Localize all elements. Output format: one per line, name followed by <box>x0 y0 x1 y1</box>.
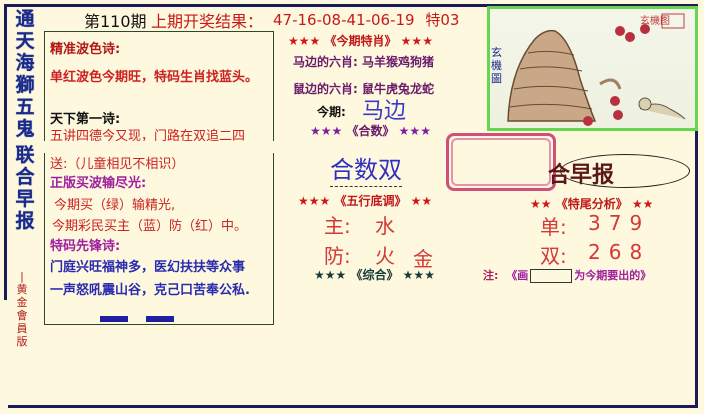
wuxing-header: ★★★ 《五行底调》 ★★ <box>298 192 432 209</box>
side-subtitle-char: 黄 <box>16 283 28 296</box>
fragment-block <box>146 316 174 322</box>
accurate-wave-line: 单红波色今期旺，特码生肖找蓝头。 <box>50 70 259 85</box>
haystack-illustration <box>507 13 686 126</box>
this-period-label: 今期: <box>317 105 346 119</box>
stars: ★★ <box>530 197 552 211</box>
side-title-char: 獅 <box>15 74 35 96</box>
odd-label: 单: <box>540 215 567 239</box>
heshu-header: ★★★ 《合数》 ★★★ <box>310 122 431 139</box>
pink-frame-outer <box>446 133 556 191</box>
wuxing-guard-value1: 火 <box>375 244 395 268</box>
wave-line2: 今期彩民买主（蓝）防（红）中。 <box>52 219 248 234</box>
horse-side-row: 马边的六肖: 马羊猴鸡狗猪 <box>293 53 434 70</box>
stars: ★★★ <box>288 34 321 48</box>
first-poem-line2: 送:（儿童相见不相识） <box>50 157 185 172</box>
horse-side-values: 马羊猴鸡狗猪 <box>362 55 435 69</box>
stars: ★★★ <box>402 268 435 282</box>
rat-side-label: 鼠边的六肖: <box>293 82 358 96</box>
wuxing-guard-value2: 金 <box>413 247 433 271</box>
note: 注: 《画 为今期要出的》 <box>483 267 651 283</box>
stars: ★★ <box>631 197 654 211</box>
note-box <box>530 269 573 283</box>
zonghe-title: 《综合》 <box>350 268 399 282</box>
side-subtitle-char: 會 <box>16 309 28 322</box>
special-line2: 一声怒吼震山谷，克己口苦奉公私. <box>50 283 250 298</box>
zonghe-header: ★★★ 《综合》 ★★★ <box>314 266 435 283</box>
dash: | <box>20 270 24 283</box>
heshu-value: 合数双 <box>330 150 402 187</box>
issue-number: 第110期 <box>84 12 147 31</box>
even-values: 268 <box>588 240 651 264</box>
wuxing-title: 《五行底调》 <box>334 194 407 208</box>
stars: ★★★ <box>314 268 347 282</box>
bottom-fragment <box>100 316 200 324</box>
wave-line1: 今期买（绿）输精光, <box>54 198 176 213</box>
tail-header: ★★ 《特尾分析》 ★★ <box>530 195 653 212</box>
poem-gap <box>44 141 274 153</box>
brand-ellipse <box>560 154 690 188</box>
note-text-after: 为今期要出的》 <box>574 269 652 282</box>
stars: ★★★ <box>298 194 331 208</box>
side-title-char: 报 <box>15 210 35 232</box>
special-title: 特码先锋诗: <box>50 239 121 254</box>
odd-values: 379 <box>588 211 651 235</box>
outer-frame <box>4 4 698 408</box>
puzzle-picture: 玄機图 <box>487 6 698 131</box>
pink-frame-inner <box>451 138 551 186</box>
stars: ★★★ <box>400 34 433 48</box>
even-label: 双: <box>540 244 567 268</box>
side-subtitle-char: 員 <box>16 322 28 335</box>
stars: ★★ <box>410 194 433 208</box>
horse-side-label: 马边的六肖: <box>293 55 358 69</box>
side-title-char: 通 <box>15 8 35 30</box>
special-number: 特03 <box>425 11 460 29</box>
wuxing-main-label: 主: <box>324 214 351 238</box>
side-title-char: 合 <box>15 166 35 188</box>
side-title-char: 海 <box>15 52 35 74</box>
side-subtitle: | 黄 金 會 員 版 <box>15 270 29 348</box>
side-title-char: 鬼 <box>15 118 35 140</box>
rat-side-row: 鼠边的六肖: 鼠牛虎兔龙蛇 <box>293 80 434 97</box>
note-text-before: 《画 <box>506 269 529 282</box>
rat-side-values: 鼠牛虎兔龙蛇 <box>362 82 435 96</box>
wuxing-main-value: 水 <box>375 214 395 238</box>
side-subtitle-char: 金 <box>16 296 28 309</box>
side-title: 通 天 海 獅 五 鬼 联 合 早 报 <box>10 8 40 232</box>
poem-panel <box>44 31 274 325</box>
note-label: 注: <box>483 269 499 282</box>
wuxing-guard-label: 防: <box>324 244 351 268</box>
stars: ★★★ <box>398 124 431 138</box>
wave-title: 正版买波输尽光: <box>50 176 147 191</box>
zodiac-title: 《今期特肖》 <box>324 34 397 48</box>
accurate-wave-title: 精准波色诗: <box>50 42 121 57</box>
brand-zaobao: 合早报 <box>548 163 615 188</box>
picture-label: 玄機圖 <box>491 46 502 85</box>
first-poem-line1: 五讲四德今又现，门路在双追二四 <box>50 129 246 144</box>
side-title-char: 五 <box>15 96 35 118</box>
last-result-numbers: 47-16-08-41-06-19 特03 <box>273 9 459 30</box>
picture-stamp: 玄機图 <box>640 16 670 27</box>
special-line1: 门庭兴旺福神多，医幻扶扶等众事 <box>50 260 246 275</box>
side-title-char: 早 <box>15 188 35 210</box>
side-title-char: 联 <box>15 144 35 166</box>
frame-gap <box>0 300 8 408</box>
fragment-block <box>100 316 128 322</box>
this-period-value: 马边 <box>362 99 407 124</box>
side-subtitle-char: 版 <box>16 335 28 348</box>
first-poem-title: 天下第一诗: <box>50 112 121 127</box>
tail-title: 《特尾分析》 <box>555 197 628 211</box>
side-title-char: 天 <box>15 30 35 52</box>
result-numbers: 47-16-08-41-06-19 <box>273 11 415 29</box>
last-result-label: 上期开奖结果： <box>151 12 264 31</box>
heshu-title: 《合数》 <box>346 124 395 138</box>
stars: ★★★ <box>310 124 343 138</box>
zodiac-header: ★★★ 《今期特肖》 ★★★ <box>288 32 433 49</box>
